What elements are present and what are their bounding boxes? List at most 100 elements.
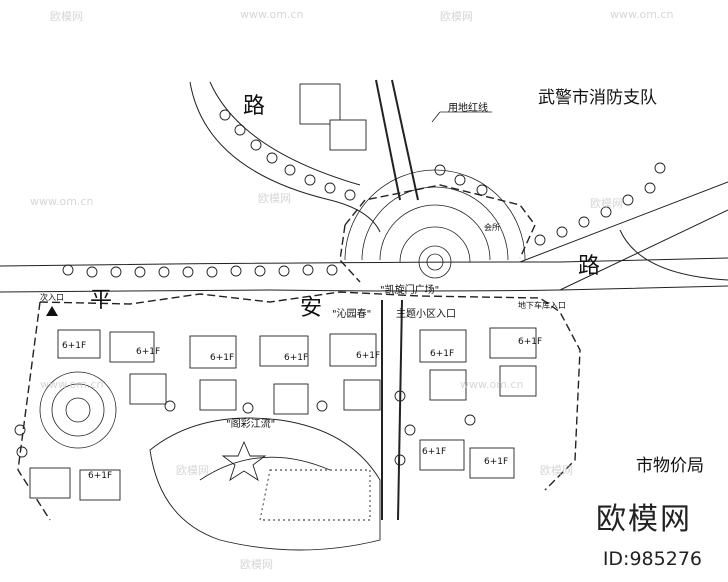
building-footprint <box>273 383 309 415</box>
main-entrance-label: 主题小区入口 <box>396 309 456 320</box>
building-label: 6+1F <box>136 347 161 357</box>
building-label: 6+1F <box>484 457 509 467</box>
building-label: 6+1F <box>284 353 309 363</box>
tree <box>158 266 170 278</box>
plaza-fountain-core <box>426 253 444 271</box>
plaza-arc-core <box>399 226 471 263</box>
watermark-url: www.om.cn <box>240 8 304 21</box>
tree <box>476 184 488 196</box>
tree <box>394 390 406 402</box>
building-footprint <box>79 469 121 501</box>
tree <box>266 152 278 164</box>
road-northeast-edge <box>559 209 728 291</box>
tree <box>219 109 231 121</box>
building-footprint <box>329 333 377 367</box>
park-grove <box>259 469 371 521</box>
watermark-url: www.om.cn <box>40 378 104 391</box>
tree <box>326 264 338 276</box>
watermark-site: 欧模网 <box>240 558 273 571</box>
watermark-site: 欧模网 <box>258 192 291 205</box>
building-label: 6+1F <box>518 337 543 347</box>
tree <box>250 139 262 151</box>
tree <box>600 206 612 218</box>
tree <box>434 164 446 176</box>
watermark-url: www.om.cn <box>460 378 524 391</box>
central-street-east <box>391 79 419 201</box>
road-northeast <box>519 181 728 263</box>
tree <box>230 265 242 277</box>
building-footprint <box>189 335 237 369</box>
central-street-west <box>375 79 401 201</box>
road-ramp <box>619 229 728 281</box>
road-label-an: 安 <box>300 296 323 321</box>
building-footprint <box>29 467 71 499</box>
building-footprint <box>343 379 381 411</box>
leader-line <box>431 111 492 123</box>
roundabout-inner <box>65 397 91 423</box>
gexiu-jiangliu-label: "阁彩江流" <box>226 419 276 430</box>
building-footprint <box>499 365 537 397</box>
building-footprint <box>419 329 467 363</box>
tree <box>14 424 26 436</box>
tree <box>316 400 328 412</box>
tree <box>278 265 290 277</box>
building-label: 6+1F <box>356 351 381 361</box>
road-edge-north <box>0 257 728 267</box>
tree <box>284 164 296 176</box>
building-footprint <box>429 369 467 401</box>
building-footprint <box>199 379 237 411</box>
tree <box>234 124 246 136</box>
watermark-site: 欧模网 <box>50 10 83 23</box>
tree <box>622 194 634 206</box>
building-footprint <box>109 331 155 363</box>
building-footprint <box>329 119 367 151</box>
plaza-arc-mid <box>361 186 509 261</box>
tree <box>654 162 666 174</box>
tree <box>578 216 590 228</box>
clubhouse-label: 会所 <box>484 223 500 232</box>
building-footprint <box>489 327 537 359</box>
road-north-curve-2 <box>209 81 361 186</box>
red-line-south <box>39 291 581 491</box>
building-label: 6+1F <box>430 349 455 359</box>
plaza-fountain <box>418 245 452 279</box>
park-path <box>199 456 331 481</box>
brand-logo-text: 欧模网 <box>596 502 692 537</box>
tree <box>206 266 218 278</box>
tree <box>242 402 254 414</box>
tree <box>534 234 546 246</box>
kaixuan-plaza-label: "凯旋门广场" <box>380 285 440 296</box>
building-label: 6+1F <box>210 353 235 363</box>
building-label: 6+1F <box>88 471 113 481</box>
road-label-east: 路 <box>578 254 601 279</box>
central-street-south-e <box>397 299 403 521</box>
building-footprint <box>57 329 101 359</box>
building-footprint <box>469 447 515 479</box>
entrance-arrow-icon <box>46 306 58 316</box>
red-line-north-2 <box>339 224 361 283</box>
building-label: 6+1F <box>62 341 87 351</box>
watermark-site: 欧模网 <box>540 464 573 477</box>
tree <box>110 266 122 278</box>
road-north-curve <box>189 81 381 233</box>
brand-id-text: ID:985276 <box>602 548 702 570</box>
tree <box>454 174 466 186</box>
tree <box>164 400 176 412</box>
tree <box>644 182 656 194</box>
park-star-pavilion <box>221 440 267 482</box>
building-footprint <box>299 83 341 125</box>
qinyuanchun-label: "沁园春" <box>332 309 372 320</box>
fire-brigade-label: 武警市消防支队 <box>538 88 657 108</box>
tree <box>344 189 356 201</box>
tree <box>182 266 194 278</box>
building-footprint <box>129 373 167 405</box>
tree <box>304 174 316 186</box>
roundabout-outer <box>39 371 117 449</box>
tree <box>134 266 146 278</box>
park-boundary <box>149 417 381 551</box>
secondary-entrance-label: 次入口 <box>40 293 64 302</box>
tree <box>404 424 416 436</box>
tree <box>464 414 476 426</box>
price-bureau-label: 市物价局 <box>636 456 704 476</box>
